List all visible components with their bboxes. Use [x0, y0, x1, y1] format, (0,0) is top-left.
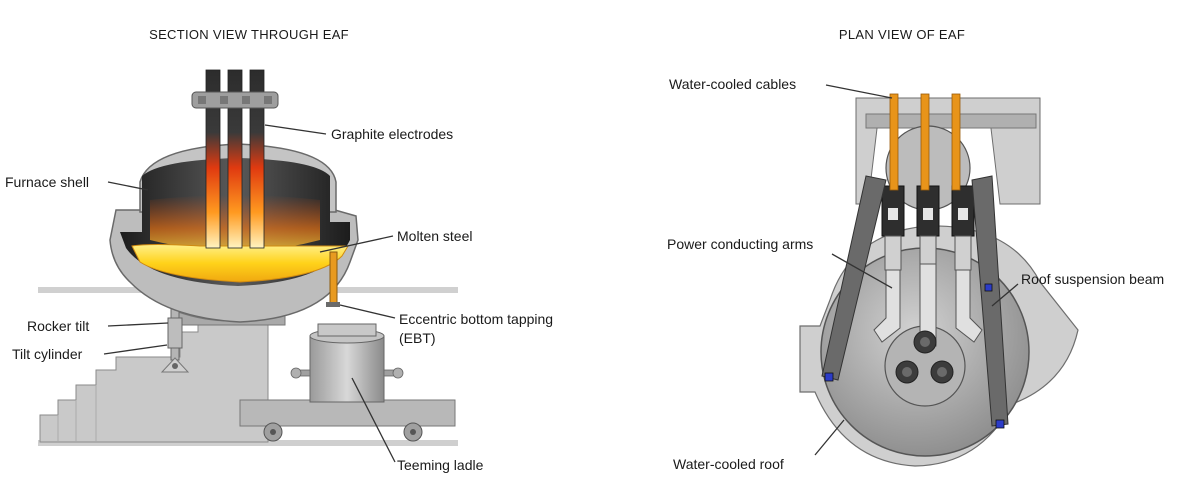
label-power-conducting-arms: Power conducting arms	[667, 236, 813, 252]
tilt-cylinder-barrel	[167, 317, 183, 349]
ground-line	[38, 440, 458, 446]
molten-steel-pool	[131, 244, 349, 283]
teeming-ladle-body	[309, 335, 385, 403]
ladle-car-platform	[239, 399, 456, 427]
clamp-window-left	[888, 208, 898, 220]
plan-view: PLAN VIEW OF EAF	[667, 27, 1164, 472]
leader-power-conducting-arms	[831, 253, 893, 289]
clamp-window-right	[958, 208, 968, 220]
tilt-cylinder-pin	[172, 363, 178, 369]
ladle-car-hub-2	[410, 429, 416, 435]
clamp-window-center	[923, 208, 933, 220]
ladle-trunnion-knob-right	[392, 367, 404, 379]
ebt-nozzle	[326, 302, 340, 307]
teeming-ladle-car	[239, 323, 456, 442]
rear-housing-bar	[865, 113, 1037, 129]
clamp-bolt-2	[220, 96, 228, 104]
label-ebt-line2: (EBT)	[399, 330, 436, 346]
teeming-ladle-collar	[317, 323, 377, 337]
clamp-bolt-3	[242, 96, 250, 104]
leader-roof-suspension-beam	[991, 283, 1019, 307]
ladle-car-hub-1	[270, 429, 276, 435]
label-water-cooled-cables: Water-cooled cables	[669, 76, 796, 92]
beam-fixing-right	[995, 419, 1005, 429]
plan-view-title: PLAN VIEW OF EAF	[839, 27, 965, 42]
stair-lines	[57, 385, 97, 442]
leader-rocker-tilt	[107, 322, 169, 327]
label-graphite-electrodes: Graphite electrodes	[331, 126, 453, 142]
electrode-1	[205, 69, 221, 249]
electrode-2	[227, 69, 243, 249]
label-tilt-cylinder: Tilt cylinder	[12, 346, 83, 362]
leader-ebt	[339, 304, 396, 319]
cable-1	[889, 93, 899, 191]
cable-3	[951, 93, 961, 191]
beam-fixing-left	[824, 372, 834, 382]
label-water-cooled-roof: Water-cooled roof	[673, 456, 784, 472]
leader-tilt-cylinder	[103, 344, 168, 355]
section-view-title: SECTION VIEW THROUGH EAF	[149, 27, 349, 42]
label-teeming-ladle: Teeming ladle	[397, 457, 484, 473]
clamp-bolt-1	[198, 96, 206, 104]
cable-2	[920, 93, 930, 191]
graphite-electrodes	[191, 69, 279, 249]
beam-fixing-mid	[984, 283, 993, 292]
electrode-port-1-core	[902, 367, 912, 377]
label-rocker-tilt: Rocker tilt	[27, 318, 89, 334]
label-molten-steel: Molten steel	[397, 228, 472, 244]
label-ebt-line1: Eccentric bottom tapping	[399, 311, 553, 327]
clamp-bolt-4	[264, 96, 272, 104]
arm-neck-center	[919, 235, 937, 265]
roof-suspension-beam-left	[821, 175, 887, 381]
leader-teeming-ladle	[351, 377, 396, 463]
section-view: SECTION VIEW THROUGH EAF	[5, 27, 553, 473]
leader-graphite-electrodes	[264, 124, 327, 135]
leader-molten-steel	[319, 235, 394, 253]
electrode-port-2-core	[937, 367, 947, 377]
leader-water-cooled-cables	[825, 84, 893, 99]
staircase-base	[39, 324, 269, 443]
water-cooled-cables	[889, 93, 961, 191]
electrode-port-3-core	[920, 337, 930, 347]
leader-water-cooled-roof	[814, 419, 845, 456]
roof-suspension-beam-right	[971, 175, 1009, 427]
ebt-spout	[329, 251, 338, 307]
arm-neck-left	[884, 235, 902, 271]
power-conducting-arms	[873, 185, 983, 347]
leader-furnace-shell	[107, 181, 149, 191]
label-roof-suspension-beam: Roof suspension beam	[1021, 271, 1164, 287]
electrode-clamp	[191, 91, 279, 109]
ladle-trunnion-knob-left	[290, 367, 302, 379]
electrode-3	[249, 69, 265, 249]
label-furnace-shell: Furnace shell	[5, 174, 89, 190]
arm-neck-right	[954, 235, 972, 271]
